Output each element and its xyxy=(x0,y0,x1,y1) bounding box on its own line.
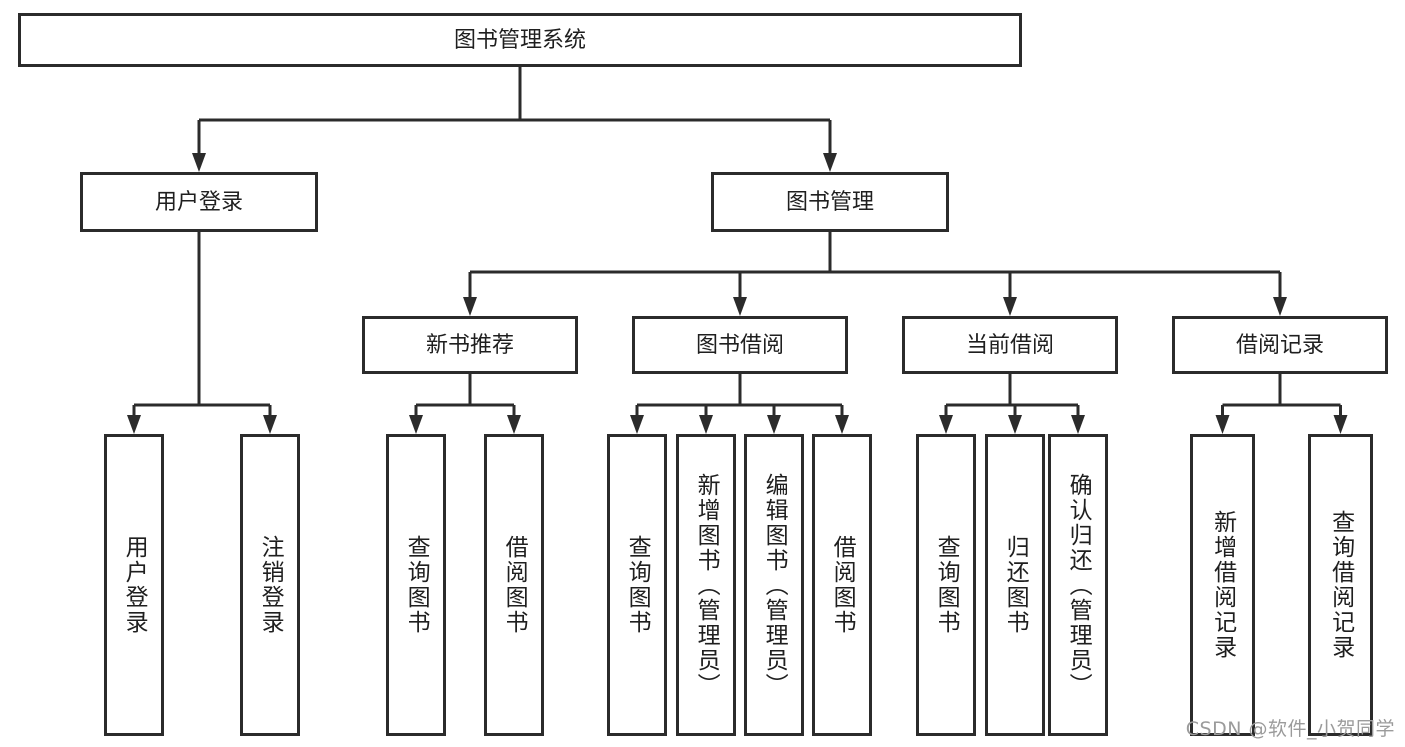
arrow-head-icon xyxy=(939,415,953,434)
arrow-head-icon xyxy=(1215,415,1230,434)
arrow-head-icon xyxy=(1333,415,1348,434)
arrow-head-icon xyxy=(699,415,713,434)
connector-layer xyxy=(127,67,1348,434)
node-leaf-box-7 xyxy=(812,434,872,736)
arrow-head-icon xyxy=(263,415,277,434)
node-level3-box-1 xyxy=(632,316,848,374)
node-leaf-box-4 xyxy=(607,434,667,736)
node-leaf-box-11 xyxy=(1190,434,1255,736)
watermark-text: CSDN @软件_小贺同学 xyxy=(1185,718,1395,740)
node-level3-box-3 xyxy=(1172,316,1388,374)
node-leaf-box-10 xyxy=(1048,434,1108,736)
node-leaf-box-1 xyxy=(240,434,300,736)
node-leaf-box-6 xyxy=(744,434,804,736)
node-level2-label-1: 图书管理 xyxy=(786,190,874,215)
arrow-head-icon xyxy=(463,297,477,316)
node-leaf-box-12 xyxy=(1308,434,1373,736)
node-level3-label-3: 借阅记录 xyxy=(1236,333,1324,358)
node-level3-label-2: 当前借阅 xyxy=(966,333,1054,358)
node-leaf-box-0 xyxy=(104,434,164,736)
arrow-head-icon xyxy=(767,415,781,434)
arrow-head-icon xyxy=(507,415,521,434)
node-level3-label-0: 新书推荐 xyxy=(426,333,514,358)
arrow-head-icon xyxy=(409,415,423,434)
node-level2-box-1 xyxy=(711,172,949,232)
arrow-head-icon xyxy=(192,153,206,172)
node-leaf-box-8 xyxy=(916,434,976,736)
arrow-head-icon xyxy=(823,153,837,172)
node-level3-box-0 xyxy=(362,316,578,374)
arrow-head-icon xyxy=(733,297,747,316)
arrow-head-icon xyxy=(1071,415,1085,434)
node-box-layer xyxy=(18,13,1388,736)
arrow-head-icon xyxy=(1008,415,1022,434)
arrow-head-icon xyxy=(835,415,849,434)
node-leaf-box-5 xyxy=(676,434,736,736)
node-level2-box-0 xyxy=(80,172,318,232)
node-root-box xyxy=(18,13,1022,67)
node-level2-label-0: 用户登录 xyxy=(155,190,243,215)
node-leaf-box-2 xyxy=(386,434,446,736)
node-leaf-box-9 xyxy=(985,434,1045,736)
node-root-label: 图书管理系统 xyxy=(454,28,586,53)
arrow-head-icon xyxy=(127,415,141,434)
node-level3-box-2 xyxy=(902,316,1118,374)
arrow-head-icon xyxy=(1273,297,1287,316)
arrow-head-icon xyxy=(630,415,644,434)
node-leaf-box-3 xyxy=(484,434,544,736)
node-level3-label-1: 图书借阅 xyxy=(696,333,784,358)
arrow-head-icon xyxy=(1003,297,1017,316)
